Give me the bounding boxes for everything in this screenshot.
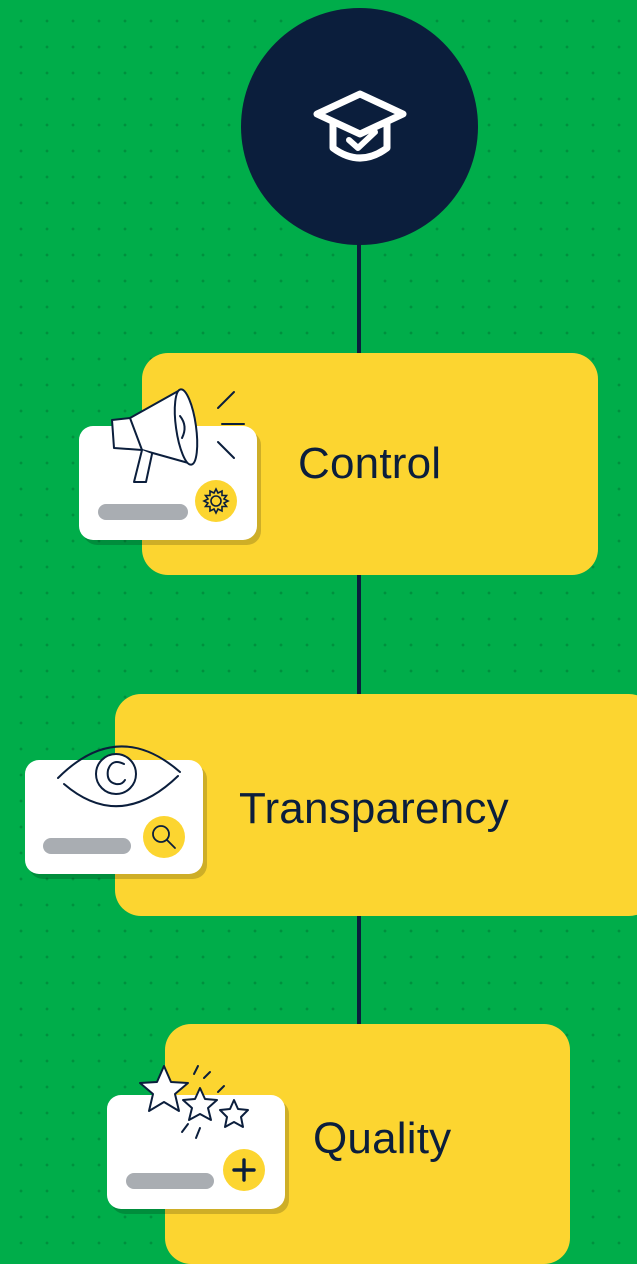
eye-icon <box>57 745 181 807</box>
placeholder-bar <box>98 504 188 520</box>
connector-line <box>357 912 361 1028</box>
connector-line <box>357 240 361 358</box>
plus-icon <box>232 1158 256 1182</box>
badge <box>223 1149 265 1191</box>
placeholder-bar <box>43 838 131 854</box>
hub-circle <box>241 8 478 245</box>
badge <box>143 816 185 858</box>
graduation-cap-icon <box>313 90 406 161</box>
card-label: Transparency <box>239 784 509 833</box>
badge <box>195 480 237 522</box>
magnifier-icon <box>152 825 176 849</box>
gear-icon <box>202 487 230 515</box>
stars-icon <box>139 1065 249 1139</box>
card-label: Quality <box>313 1114 452 1163</box>
placeholder-bar <box>126 1173 214 1189</box>
card-label: Control <box>298 439 442 488</box>
megaphone-icon <box>111 388 245 483</box>
illustration-tile <box>79 426 257 540</box>
connector-line <box>357 574 361 698</box>
